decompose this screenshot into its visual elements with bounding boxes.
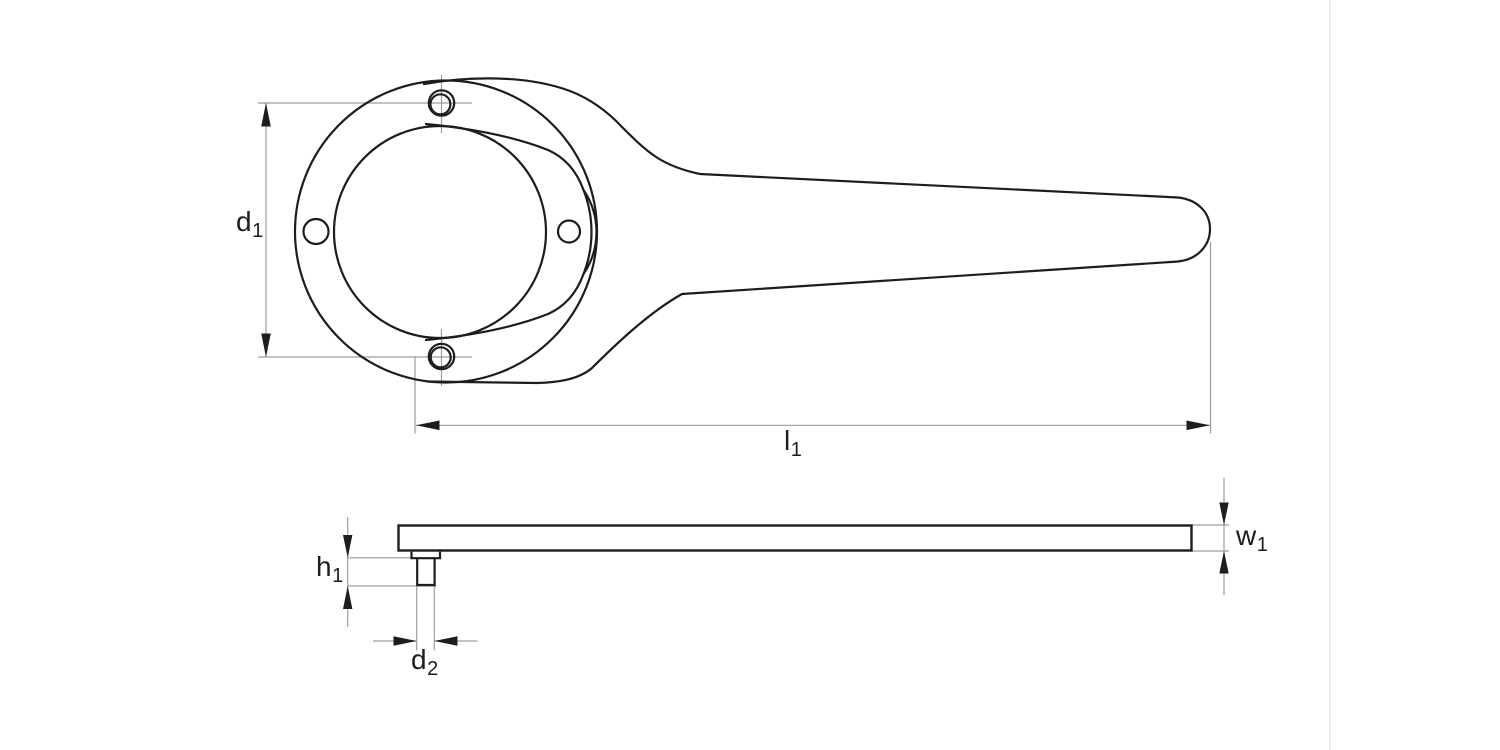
bottom-pin-inner (429, 346, 452, 369)
pin-profile (416, 558, 436, 587)
h1-label-sub: 1 (332, 564, 344, 587)
w1-label: w1 (1236, 520, 1268, 555)
d1-label: d1 (236, 206, 263, 241)
left-face-hole (302, 217, 330, 246)
d2-label: d2 (411, 644, 438, 679)
d1-label-main: d (236, 206, 252, 237)
h1-arrow-down-icon (343, 535, 353, 558)
handle-silhouette (422, 77, 1212, 385)
l1-arrow-right-icon (1186, 420, 1210, 431)
h1-arrow-up-icon (343, 586, 353, 609)
d2-label-sub: 2 (427, 657, 439, 680)
w1-label-sub: 1 (1256, 533, 1268, 556)
h1-label-main: h (316, 551, 332, 582)
l1-label-sub: 1 (790, 438, 802, 461)
d1-arrow-down-icon (261, 333, 271, 357)
d2-arrow-right-icon (393, 636, 417, 646)
l1-label-main: l (784, 425, 791, 456)
jaw-inner-edge (424, 122, 593, 342)
l1-label: l1 (784, 425, 802, 460)
l1-arrow-left-icon (416, 420, 440, 431)
w1-label-main: w (1236, 520, 1257, 551)
d2-arrow-left-icon (434, 636, 458, 646)
handle-bar-profile (397, 524, 1193, 552)
right-face-hole (556, 219, 582, 244)
head-bore-circle (332, 124, 548, 340)
d2-dimension (373, 586, 478, 651)
h1-label: h1 (316, 551, 343, 586)
d1-dimension (258, 102, 472, 358)
top-pin-outer (427, 89, 456, 117)
d1-label-sub: 1 (252, 219, 264, 242)
wrench-top-view (293, 77, 1212, 385)
jaw-crescent-arc (582, 188, 598, 276)
pin-collar-profile (410, 551, 442, 560)
l1-dimension (414, 242, 1212, 434)
top-pin-inner (429, 93, 452, 116)
dimension-lines-layer (258, 75, 1229, 651)
w1-arrow-up-icon (1219, 551, 1229, 574)
w1-dimension (1191, 478, 1229, 595)
w1-arrow-down-icon (1219, 502, 1229, 525)
arrowheads-layer (261, 103, 1229, 646)
wrench-side-view (397, 524, 1193, 587)
bottom-pin-outer (427, 342, 456, 371)
page-boundary-divider (1329, 0, 1331, 750)
d1-arrow-up-icon (261, 103, 271, 127)
d2-label-main: d (411, 644, 427, 675)
